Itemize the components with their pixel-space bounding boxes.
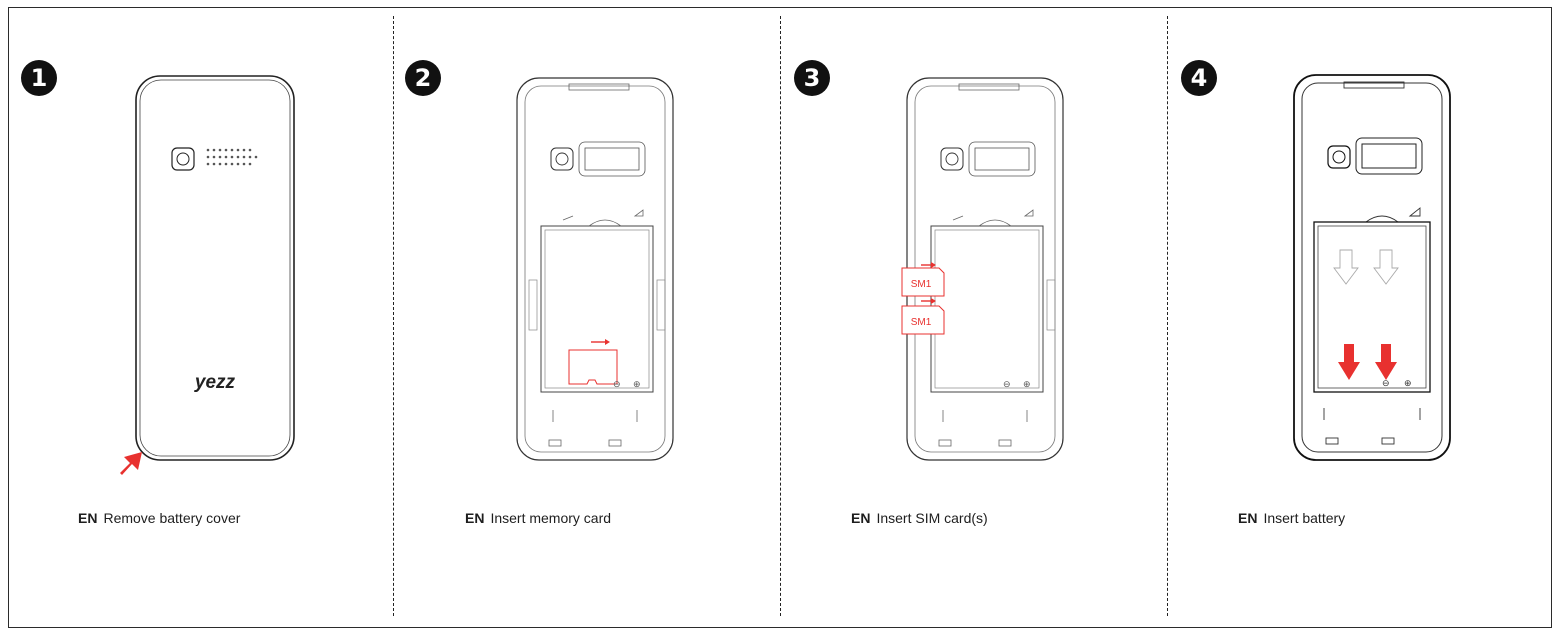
phone-open-back: SM1 SM1 ⊖ ⊕ <box>901 77 1064 461</box>
svg-text:⊕: ⊕ <box>1404 378 1412 388</box>
svg-text:⊖: ⊖ <box>613 379 621 389</box>
camera-icon <box>550 147 574 171</box>
brand-logo: yezz <box>194 372 236 393</box>
memory-card <box>568 349 618 385</box>
step-3-badge: 3 <box>794 60 830 96</box>
sim-card-1: SM1 <box>901 267 945 297</box>
camera-icon <box>940 147 964 171</box>
camera-icon <box>1327 145 1351 169</box>
step-2-badge: 2 <box>405 60 441 96</box>
svg-text:⊕: ⊕ <box>1023 379 1031 389</box>
panel-divider <box>780 16 781 616</box>
svg-text:SM1: SM1 <box>911 317 932 328</box>
sim-card-2: SM1 <box>901 305 945 335</box>
phone-open-back: ⊖ ⊕ <box>516 77 674 461</box>
red-arrow-icon <box>1375 344 1397 380</box>
panel-divider <box>393 16 394 616</box>
svg-text:⊕: ⊕ <box>633 379 641 389</box>
panel-divider <box>1167 16 1168 616</box>
svg-text:⊖: ⊖ <box>1382 378 1390 388</box>
manual-frame <box>8 7 1552 628</box>
camera-icon <box>171 147 195 171</box>
battery <box>1313 221 1431 393</box>
red-arrow-icon <box>120 452 142 475</box>
phone-with-battery: ⊖ ⊕ <box>1293 74 1451 461</box>
phone-back-cover: yezz <box>120 75 295 475</box>
step-1-badge: 1 <box>21 60 57 96</box>
svg-text:⊖: ⊖ <box>1003 379 1011 389</box>
down-arrow-icon <box>1373 249 1399 285</box>
step-4-badge: 4 <box>1181 60 1217 96</box>
red-arrow-icon <box>1338 344 1360 380</box>
down-arrow-icon <box>1333 249 1359 285</box>
svg-text:SM1: SM1 <box>911 279 932 290</box>
